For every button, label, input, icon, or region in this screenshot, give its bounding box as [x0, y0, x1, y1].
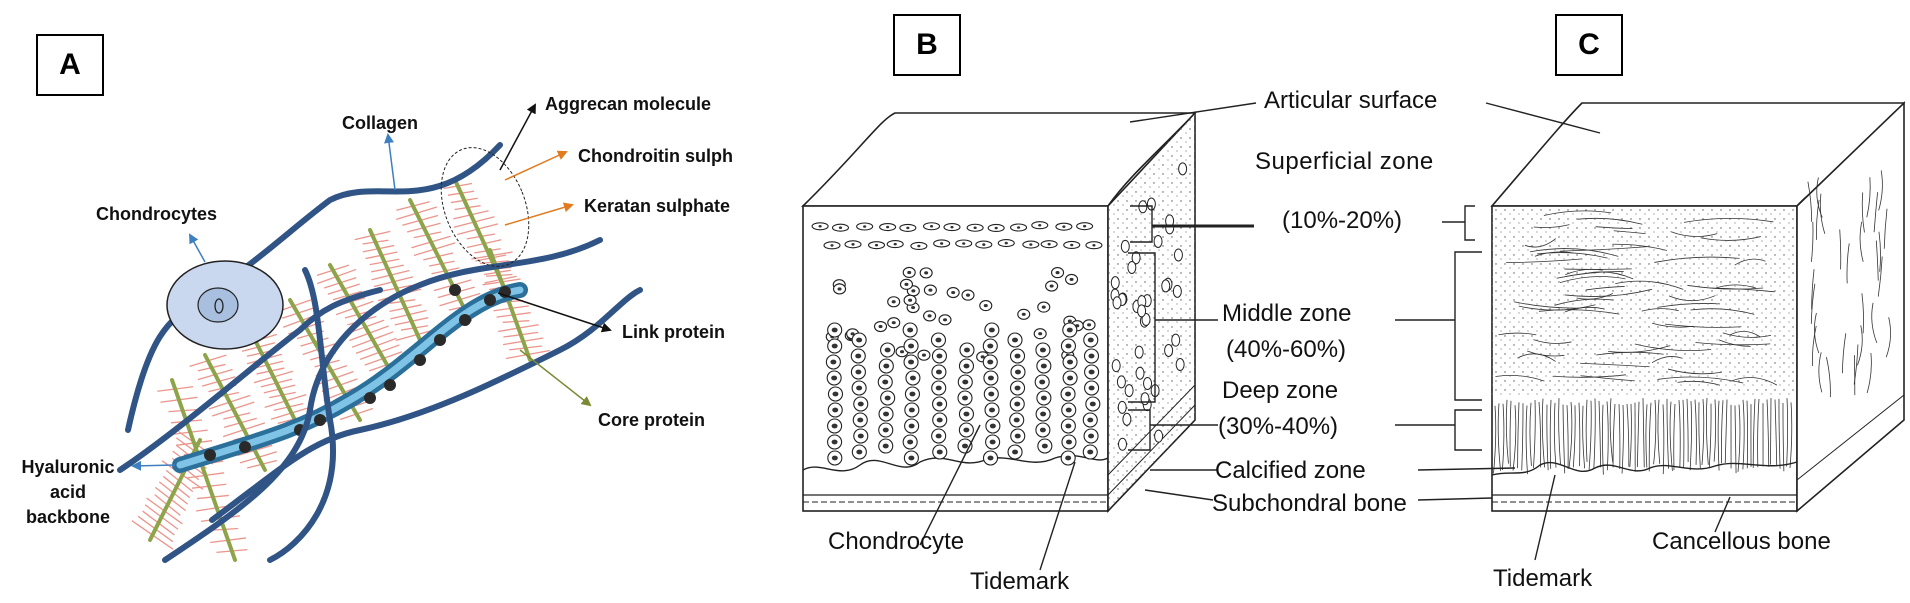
label-subchondral-bone: Subchondral bone — [1212, 490, 1407, 517]
panel-a-illustration — [117, 103, 643, 563]
label-deep-percent: (30%-40%) — [1218, 413, 1339, 440]
b-front-face — [802, 205, 1109, 512]
collagen-arrow — [384, 133, 396, 191]
label-middle-percent: (40%-60%) — [1226, 336, 1347, 363]
panel-a-tag: A — [36, 34, 104, 96]
chondroitin-arrow — [504, 150, 568, 181]
core-protein-arrow — [519, 349, 592, 407]
collagen-fibres — [117, 142, 643, 563]
hyaluronic-arrow — [131, 460, 176, 471]
b-tidemark-line — [802, 454, 1109, 472]
label-middle-zone: Middle zone — [1222, 300, 1352, 327]
label-b-chondrocyte: Chondrocyte — [828, 528, 965, 555]
c-tidemark-leader — [1534, 474, 1556, 561]
core-protein-strands — [148, 178, 532, 562]
c-side-face — [1796, 101, 1905, 513]
chondrocytes-arrow — [189, 233, 206, 263]
label-b-tidemark: Tidemark — [970, 568, 1070, 595]
label-chondroitin-sulph: Chondroitin sulph — [578, 146, 733, 166]
panel-b-block — [801, 102, 1257, 571]
aggrecan-arrow — [499, 103, 536, 171]
panel-c-tag: C — [1555, 14, 1623, 76]
panel-c-block — [1395, 101, 1906, 561]
label-collagen: Collagen — [342, 113, 419, 133]
label-core-protein: Core protein — [598, 410, 706, 430]
c-tidemark-line — [1491, 461, 1798, 476]
chondrocyte-nucleus — [197, 287, 239, 323]
label-articular-surface: Articular surface — [1264, 87, 1438, 114]
label-calcified-zone: Calcified zone — [1215, 457, 1366, 484]
label-hyaluronic-acid-backbone: Hyaluronic acid backbone — [21, 457, 115, 527]
label-link-protein: Link protein — [622, 322, 725, 342]
label-keratan-sulphate: Keratan sulphate — [584, 196, 731, 216]
label-deep-zone: Deep zone — [1222, 377, 1339, 404]
label-superficial-zone: Superficial zone — [1255, 148, 1434, 175]
link-protein-dots — [204, 284, 511, 461]
label-superficial-percent: (10%-20%) — [1282, 207, 1403, 234]
label-c-tidemark: Tidemark — [1493, 565, 1593, 592]
b-articular-leader — [1129, 102, 1257, 123]
label-c-cancellous-bone: Cancellous bone — [1652, 528, 1831, 555]
b-chondrocyte-cells — [811, 221, 1103, 466]
c-cancellous-leader — [1714, 496, 1731, 533]
link-protein-arrow — [497, 292, 612, 333]
b-side-cells — [1110, 162, 1188, 451]
label-chondrocytes: Chondrocytes — [96, 204, 218, 224]
b-chondrocyte-leader — [919, 424, 981, 546]
b-tidemark-leader — [1039, 461, 1076, 571]
label-aggrecan-molecule: Aggrecan molecule — [545, 94, 712, 114]
keratan-arrow — [504, 202, 574, 226]
glycosaminoglycan-bristles — [131, 182, 551, 554]
panel-b-tag: B — [893, 14, 961, 76]
